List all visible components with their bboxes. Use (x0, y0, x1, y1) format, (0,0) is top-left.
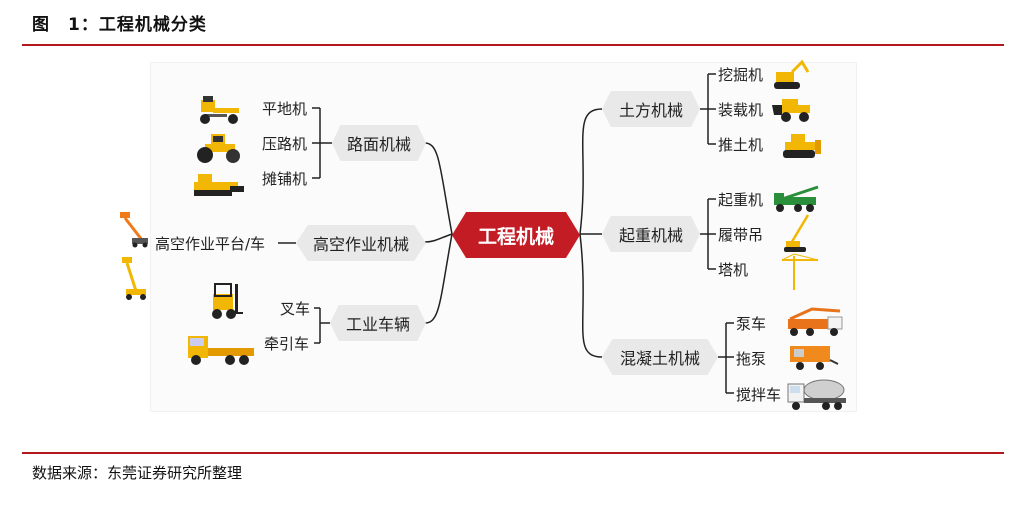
leaf-trailer-pump: 拖泵 (736, 350, 767, 368)
mixer-truck-icon (787, 379, 846, 410)
leaf-excavator: 挖掘机 (718, 66, 764, 84)
branch-lifting-machinery: 起重机械 (602, 216, 700, 252)
branch-industrial-vehicles: 工业车辆 (330, 305, 426, 341)
leaf-crawler-crane: 履带吊 (718, 226, 764, 244)
tower-crane-icon (781, 253, 819, 290)
grader-icon (200, 96, 239, 124)
source-note: 数据来源：东莞证券研究所整理 (32, 464, 243, 482)
leaf-bulldozer: 推土机 (718, 136, 764, 154)
leaf-aerial-platform: 高空作业平台/车 (155, 235, 266, 253)
figure-caption: 图 1：工程机械分类 (32, 15, 207, 35)
trailer-pump-icon (790, 346, 839, 370)
leaf-tractor-truck: 牵引车 (264, 335, 310, 353)
leaf-truck-crane: 起重机 (718, 191, 764, 209)
leaf-mixer-truck: 搅拌车 (736, 386, 782, 404)
crawler-crane-icon (784, 214, 810, 252)
leaf-forklift: 叉车 (280, 300, 311, 318)
tractor-truck-icon (188, 336, 254, 365)
branch-road-machinery: 路面机械 (332, 125, 426, 161)
loader-icon (772, 99, 810, 122)
bottom-rule (22, 452, 1004, 454)
boom-lift-icon (122, 257, 146, 300)
leaf-paver: 摊铺机 (262, 170, 308, 188)
leaf-loader: 装载机 (718, 101, 764, 119)
forklift-icon (212, 283, 243, 319)
leaf-pump-truck: 泵车 (736, 315, 767, 333)
branch-concrete-machinery: 混凝土机械 (602, 339, 718, 375)
roller-icon (197, 134, 240, 163)
leaf-grader: 平地机 (262, 100, 308, 118)
excavator-icon (774, 59, 810, 89)
bulldozer-icon (783, 134, 821, 158)
branch-earthmoving-machinery: 土方机械 (602, 91, 700, 127)
truck-crane-icon (774, 185, 819, 212)
top-rule (22, 44, 1004, 46)
leaf-roller: 压路机 (262, 135, 308, 153)
aerial-platform-icon (120, 212, 148, 248)
center-node: 工程机械 (452, 212, 580, 258)
paver-icon (194, 174, 244, 196)
branch-aerial-machinery: 高空作业机械 (296, 225, 426, 261)
leaf-tower-crane: 塔机 (718, 261, 749, 279)
pump-truck-icon (788, 307, 843, 336)
